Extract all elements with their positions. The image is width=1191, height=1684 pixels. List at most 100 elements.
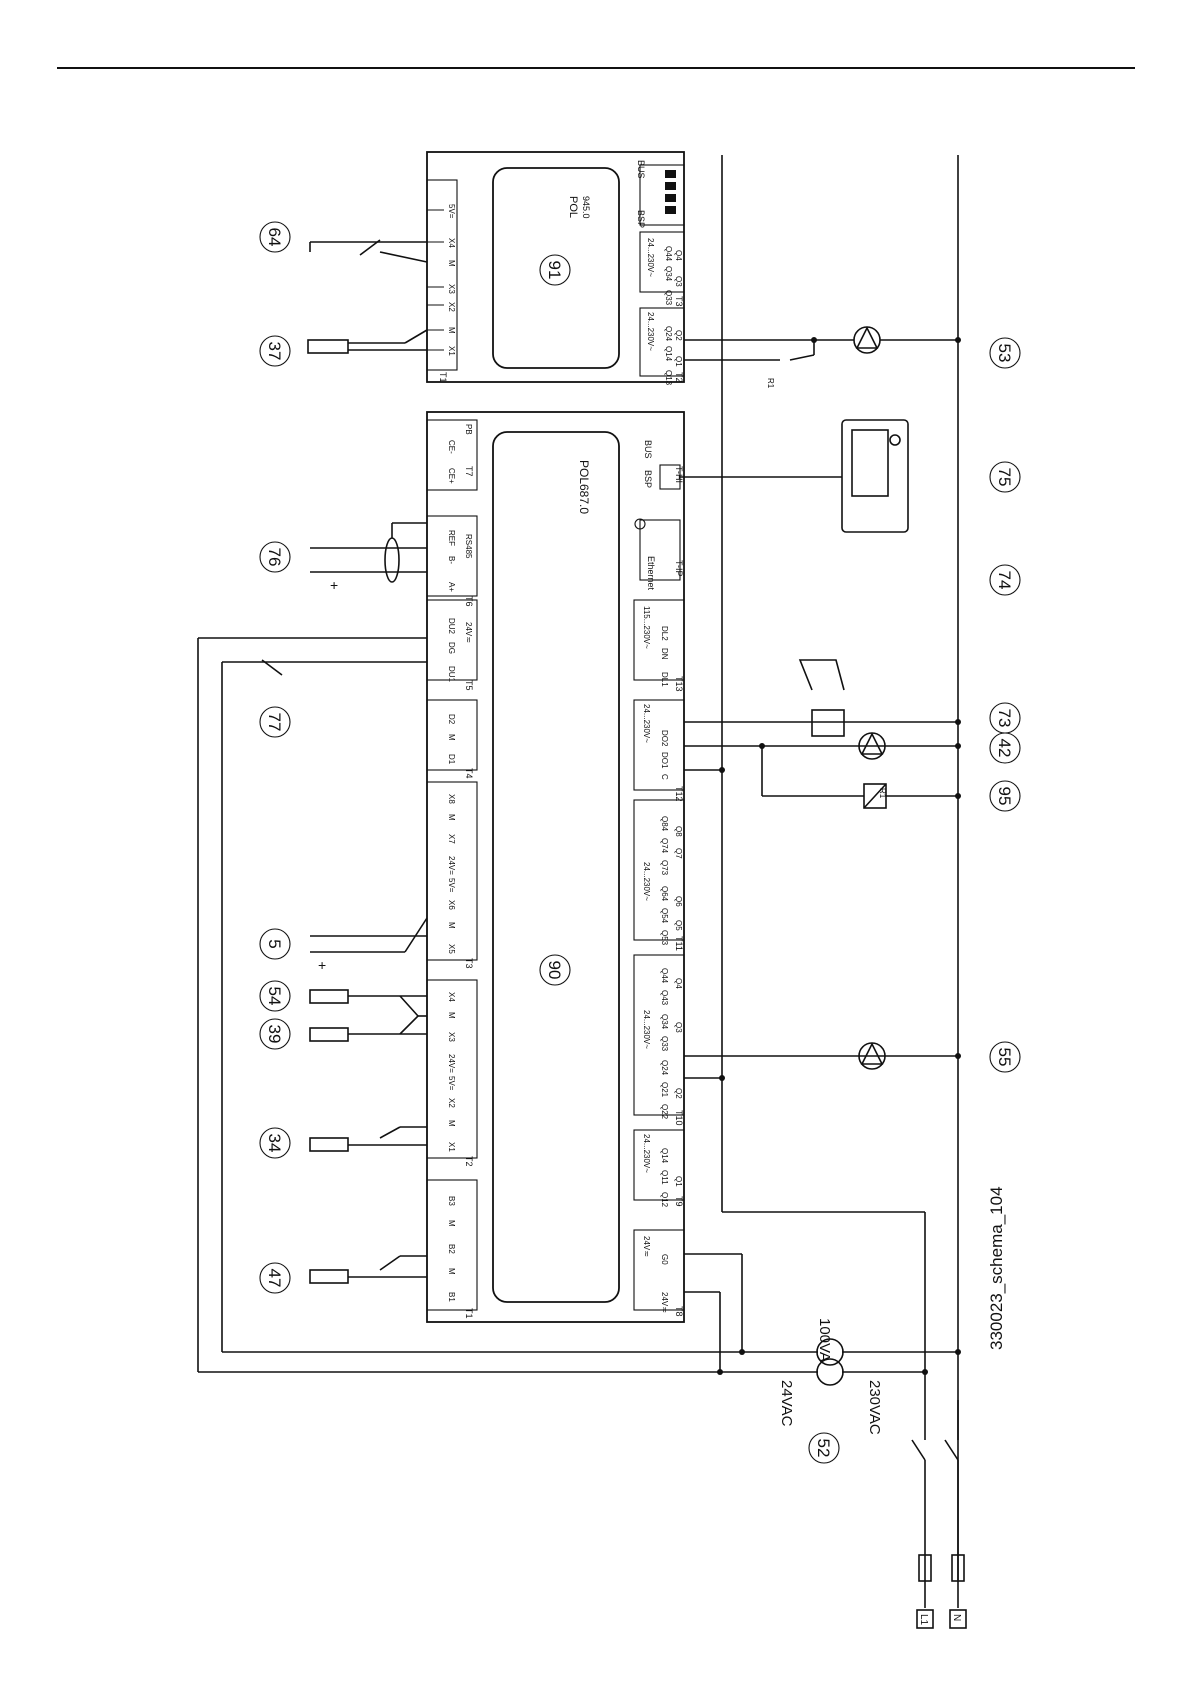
module-91-dip-switch xyxy=(639,164,685,226)
top-rule xyxy=(57,67,1135,69)
fuse-n xyxy=(951,1554,965,1582)
module-90-t10-term-q43: Q43 xyxy=(660,990,669,1006)
svg-text:39: 39 xyxy=(265,1025,284,1044)
sensor-39 xyxy=(309,1027,349,1042)
module-90-t10-term-q44: Q44 xyxy=(660,968,669,984)
module-91-t1-term-5v: 5V= xyxy=(447,204,456,219)
module-91-t2-term-q24: Q24 xyxy=(664,326,673,342)
module-90-led xyxy=(634,518,646,530)
module-90-t10-voltage: 24...230V~ xyxy=(642,1010,651,1049)
module-90-t13-voltage: 115...230V~ xyxy=(642,606,651,649)
module-90-t10-term-q22: Q22 xyxy=(660,1104,669,1120)
module-91-t1-term-m1: M xyxy=(447,327,456,334)
svg-text:34: 34 xyxy=(265,1134,284,1153)
svg-text:76: 76 xyxy=(265,548,284,567)
module-91-t3-strip xyxy=(639,231,685,293)
module-90-t1-term-m1: M xyxy=(447,1268,456,1275)
svg-text:74: 74 xyxy=(995,571,1014,590)
svg-text:95: 95 xyxy=(995,787,1014,806)
module-90-display xyxy=(492,431,620,1303)
module-91-t3-term-q34: Q34 xyxy=(664,266,673,282)
module-90-t7-term-ce-plus: CE+ xyxy=(447,468,456,484)
module-90-t13-term-dn: DN xyxy=(660,648,669,660)
module-90-t9-label: T9 xyxy=(674,1196,684,1207)
svg-text:64: 64 xyxy=(265,228,284,247)
callout-90: 90 xyxy=(539,954,571,986)
module-90-t7-label: T7 xyxy=(464,466,474,477)
terminal-l1 xyxy=(916,1609,934,1629)
module-90-t10-term-q33: Q33 xyxy=(660,1036,669,1052)
callout-39: 39 xyxy=(259,1018,291,1050)
module-90-t2-term-m1: M xyxy=(447,1120,456,1127)
hmi-75-screen xyxy=(851,429,889,497)
module-90-t12-voltage: 24...230V~ xyxy=(642,704,651,743)
module-90-t10-strip xyxy=(633,954,685,1116)
module-90-t8-label: T8 xyxy=(674,1306,684,1317)
module-90-t9-group-q1: Q1 xyxy=(674,1176,683,1187)
module-91-t2-voltage: 24...230V~ xyxy=(646,312,655,351)
module-90-t8-strip xyxy=(633,1229,685,1311)
module-90-t1-term-b2: B2 xyxy=(447,1244,456,1254)
module-90-t11-group-q5: Q5 xyxy=(674,920,683,931)
module-90-t2-term-x3: X3 xyxy=(447,1032,456,1042)
module-90-t8-voltage: 24V≂ xyxy=(642,1236,651,1257)
module-90-model: POL687.0 xyxy=(577,460,591,514)
module-90-t5-strip xyxy=(426,599,478,681)
callout-54: 54 xyxy=(259,980,291,1012)
module-90-t3-strip xyxy=(426,781,478,961)
module-90-bus-label: BUS xyxy=(643,440,653,459)
module-90-t12-term-do1: DO1 xyxy=(660,752,669,769)
sensor-47 xyxy=(309,1269,349,1284)
module-90-t9-term-q12: Q12 xyxy=(660,1192,669,1208)
module-90-t10-term-q24: Q24 xyxy=(660,1060,669,1076)
module-90-t12-label: T12 xyxy=(674,786,684,802)
module-90-t7-strip xyxy=(426,419,478,491)
transformer-coil-230 xyxy=(816,1358,844,1386)
module-90-t4-term-d2: D2 xyxy=(447,714,456,725)
module-90-t3-term-24v: 24V= xyxy=(447,856,456,875)
module-91-t1-strip xyxy=(426,179,458,371)
module-90-wiring xyxy=(197,419,958,1372)
module-90-t2-label: T2 xyxy=(464,1156,474,1167)
module-90-t4-strip xyxy=(426,699,478,771)
svg-text:77: 77 xyxy=(265,713,284,732)
module-90-t10-term-q34: Q34 xyxy=(660,1014,669,1030)
module-91-t2-term-q13: Q13 xyxy=(664,370,673,386)
callout-77: 77 xyxy=(259,706,291,738)
module-90-t3-label: T3 xyxy=(464,958,474,969)
svg-text:37: 37 xyxy=(265,342,284,361)
module-90-t2-term-x2: X2 xyxy=(447,1098,456,1108)
transformer-secondary: 24VAC xyxy=(778,1380,795,1427)
hmi-75 xyxy=(841,419,909,533)
module-90-t3-term-x8: X8 xyxy=(447,794,456,804)
module-90-t9-term-q11: Q11 xyxy=(660,1170,669,1185)
junction-dots xyxy=(717,719,961,1375)
sensor-54 xyxy=(309,989,349,1004)
bus-lines xyxy=(721,155,959,1580)
svg-text:52: 52 xyxy=(814,1439,833,1458)
module-90-t11-label: T11 xyxy=(674,936,684,951)
module-91-t3-group-q3: Q3 xyxy=(674,276,683,287)
module-90-t6-label: T6 xyxy=(464,596,474,607)
module-90-t5-term-dg: DG xyxy=(447,642,456,654)
module-90-t2-term-24v: 24V= xyxy=(447,1054,456,1073)
module-91-relay-label: R1 xyxy=(766,378,775,389)
module-90-t13-strip xyxy=(633,599,685,681)
module-91-wiring xyxy=(307,239,961,361)
svg-text:54: 54 xyxy=(265,987,284,1006)
module-91-t3-label: T3 xyxy=(674,296,684,307)
module-90-t12-term-c: C xyxy=(660,774,669,780)
module-91-t1-term-x1: X1 xyxy=(447,346,456,356)
callout-5: 5 xyxy=(259,928,291,960)
module-90-t11-group-q6: Q6 xyxy=(674,896,683,907)
callout-47: 47 xyxy=(259,1262,291,1294)
svg-text:5: 5 xyxy=(265,939,284,948)
plus-5: + xyxy=(318,957,326,973)
module-90-t9-strip xyxy=(633,1129,685,1201)
module-90-t2-term-m2: M xyxy=(447,1012,456,1019)
module-90-t11-group-q7: Q7 xyxy=(674,848,683,859)
module-91-t3-voltage: 24...230V~ xyxy=(646,238,655,277)
svg-text:47: 47 xyxy=(265,1269,284,1288)
module-90-ethernet-label: Ethernet xyxy=(646,556,656,591)
module-90-t2-term-5v: 5V= xyxy=(447,1076,456,1091)
